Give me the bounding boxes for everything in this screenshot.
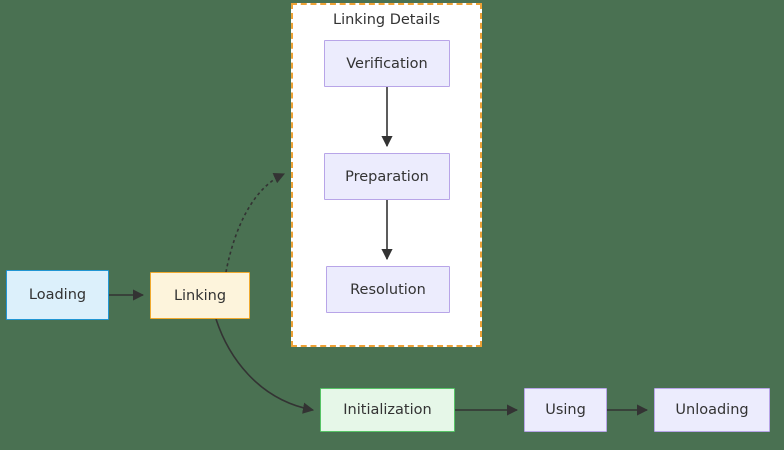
node-initialization[interactable]: Initialization [320,388,455,432]
node-unloading[interactable]: Unloading [654,388,770,432]
edge-linking-to-linking-details [225,172,286,273]
node-label-unloading: Unloading [675,402,749,418]
node-preparation[interactable]: Preparation [324,153,450,200]
node-loading[interactable]: Loading [6,270,109,320]
node-label-resolution: Resolution [350,281,426,298]
cluster-title-linking-details: Linking Details [333,12,440,28]
node-label-using: Using [545,402,586,418]
node-label-initialization: Initialization [343,402,432,418]
node-using[interactable]: Using [524,388,607,432]
node-label-verification: Verification [346,55,428,72]
node-label-linking: Linking [173,287,227,304]
node-verification[interactable]: Verification [324,40,450,87]
node-label-preparation: Preparation [345,168,429,185]
node-linking[interactable]: Linking [150,272,250,319]
node-label-loading: Loading [28,287,87,303]
node-resolution[interactable]: Resolution [326,266,450,313]
